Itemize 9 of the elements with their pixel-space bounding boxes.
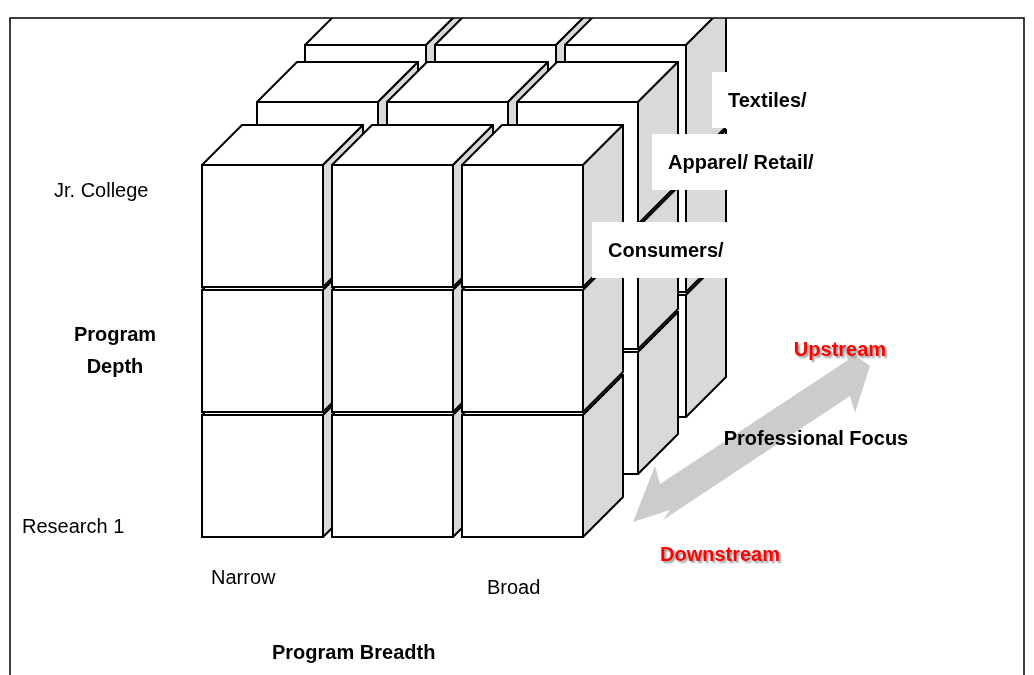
axis-label: Professional Focus [722,426,910,451]
axis-label: Broad [487,575,542,600]
axis-label: Program Depth [72,322,158,379]
axis-label: Narrow [211,565,277,590]
axis-label: Program Breadth [272,640,437,665]
axis-label: Jr. College [54,178,150,203]
axis-label: Research 1 [22,514,126,539]
axis-label: Downstream [659,542,781,567]
axis-label: Upstream [792,337,888,362]
